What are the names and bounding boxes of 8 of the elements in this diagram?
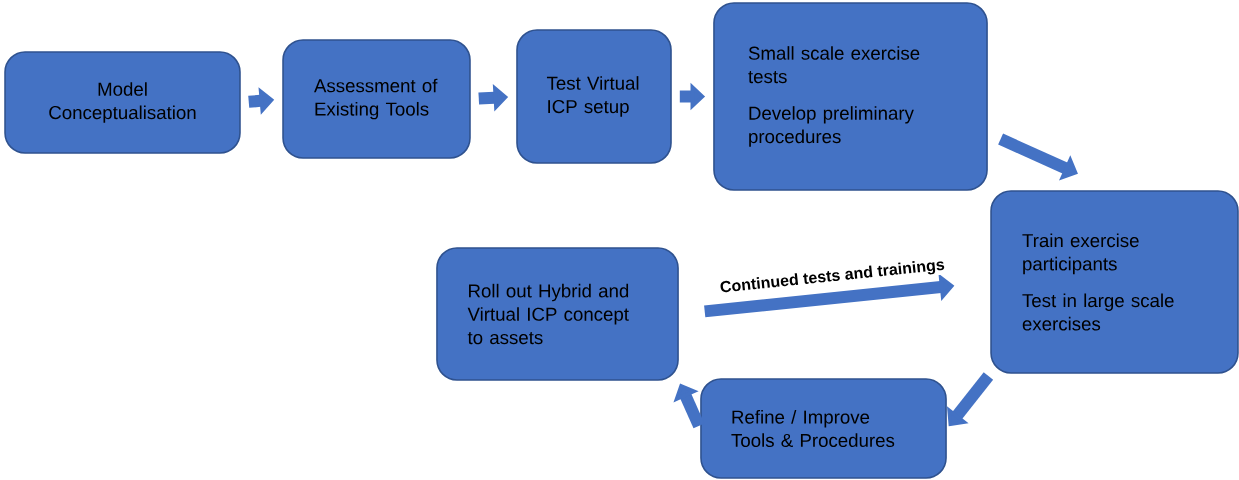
process-box: Refine / Improve Tools & Procedures <box>700 378 947 479</box>
process-box: Roll out Hybrid and Virtual ICP concept to assets <box>436 247 679 381</box>
edge-label: Continued tests and trainings <box>717 256 947 298</box>
process-box: Model Conceptualisation <box>4 51 241 154</box>
process-box: Assessment of Existing Tools <box>282 39 471 159</box>
process-box: Train exercise participants Test in large scale exercises <box>990 190 1239 374</box>
process-box: Test Virtual ICP setup <box>516 29 672 164</box>
process-box: Small scale exercise tests Develop preliminary procedures <box>713 2 988 191</box>
